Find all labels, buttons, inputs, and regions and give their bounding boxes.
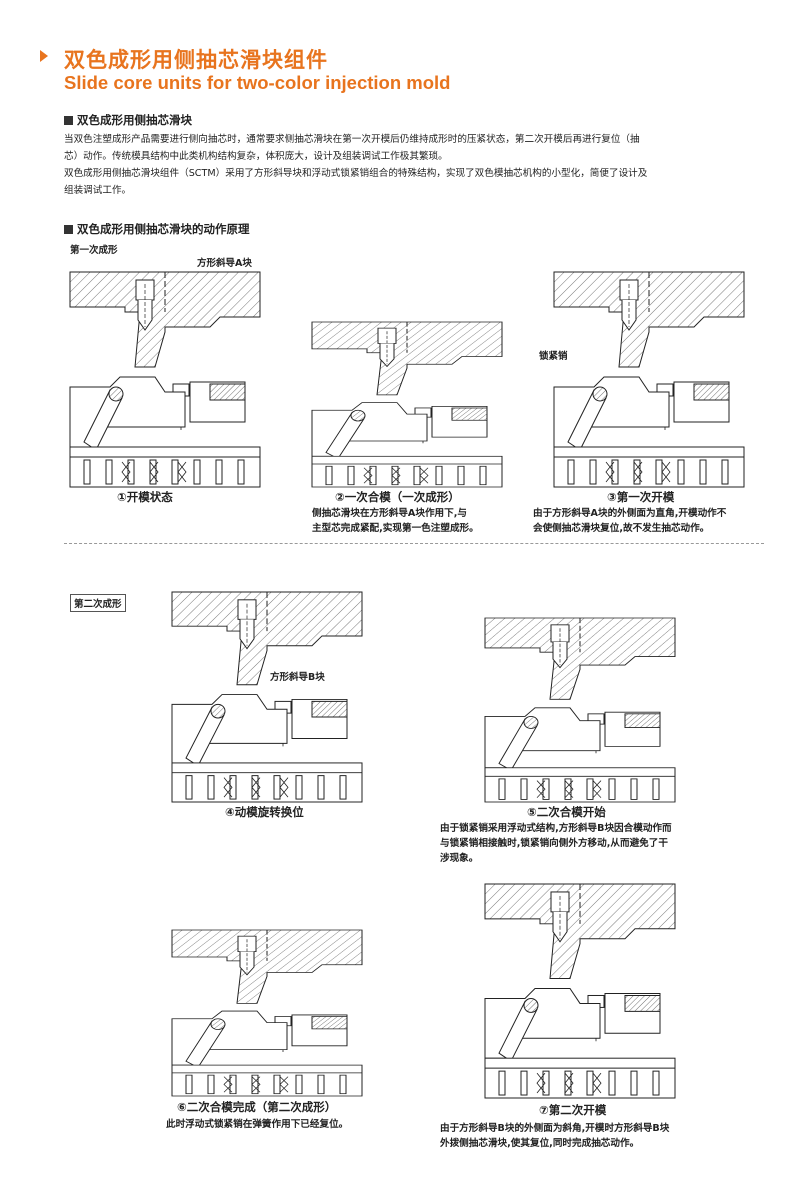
step-caption: ③第一次开模 — [607, 490, 675, 504]
square-bullet-icon — [64, 116, 73, 125]
mechanism-figure — [171, 591, 363, 803]
step-description: 此时浮动式锁紧销在弹簧作用下已经复位。 — [166, 1119, 349, 1130]
mechanism-figure — [171, 929, 363, 1097]
stage-label-second: 第二次成形 — [70, 594, 126, 612]
page-subtitle: Slide core units for two-color injection… — [64, 72, 451, 93]
section-divider — [64, 543, 764, 544]
intro-paragraph: 当双色注塑成形产品需要进行侧向抽芯时，通常要求侧抽芯滑块在第一次开模后仍维持成形… — [64, 134, 648, 196]
step-description: 侧抽芯滑块在方形斜导A块作用下,与 主型芯完成紧配,实现第一色注塑成形。 — [312, 508, 479, 534]
stage-label-first: 第一次成形 — [70, 245, 118, 256]
section-heading-slide: 双色成形用侧抽芯滑块 — [64, 112, 192, 128]
callout-lock-pin: 锁紧销 — [539, 351, 568, 362]
step-caption: ⑤二次合模开始 — [527, 805, 606, 819]
step-caption: ④动模旋转换位 — [225, 805, 304, 819]
mechanism-figure — [484, 883, 676, 1099]
step-description: 由于锁紧销采用浮动式结构,方形斜导B块因合模动作而 与锁紧销相接触时,锁紧销向侧… — [440, 823, 672, 864]
callout-b-block: 方形斜导B块 — [270, 672, 325, 683]
bullet-triangle-icon — [40, 50, 48, 62]
mechanism-figure — [311, 321, 503, 488]
step-caption: ②一次合模（一次成形） — [335, 490, 460, 504]
page-title: 双色成形用侧抽芯滑块组件 — [64, 48, 328, 72]
square-bullet-icon — [64, 225, 73, 234]
mechanism-figure — [69, 271, 261, 488]
step-caption: ①开模状态 — [117, 490, 173, 504]
step-caption: ⑦第二次开模 — [539, 1103, 607, 1117]
step-description: 由于方形斜导B块的外侧面为斜角,开模时方形斜导B块 外拨侧抽芯滑块,使其复位,同… — [440, 1123, 670, 1149]
mechanism-figure — [553, 271, 745, 488]
callout-a-block: 方形斜导A块 — [197, 258, 252, 269]
section-heading-principle: 双色成形用侧抽芯滑块的动作原理 — [64, 221, 250, 237]
step-description: 由于方形斜导A块的外侧面为直角,开模动作不 会使侧抽芯滑块复位,故不发生抽芯动作… — [533, 508, 727, 534]
mechanism-figure — [484, 617, 676, 803]
step-caption: ⑥二次合模完成（第二次成形） — [177, 1100, 337, 1114]
